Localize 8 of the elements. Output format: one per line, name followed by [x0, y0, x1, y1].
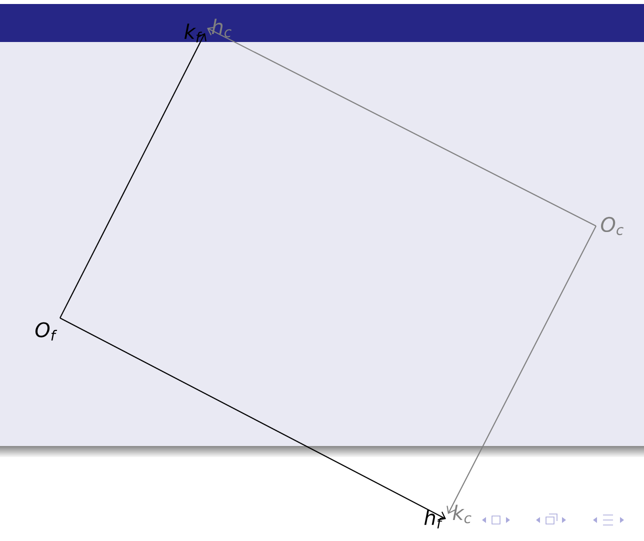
vector-label: k$_{c}$ [452, 504, 472, 524]
vector-label: h$_{c}$ [212, 18, 232, 38]
arrow [60, 318, 446, 520]
arrow [207, 26, 596, 226]
arrow [446, 226, 596, 514]
vector-label: O$_{c}$ [601, 216, 624, 236]
vector-label: O$_{f}$ [35, 322, 58, 341]
arrow [60, 33, 206, 318]
